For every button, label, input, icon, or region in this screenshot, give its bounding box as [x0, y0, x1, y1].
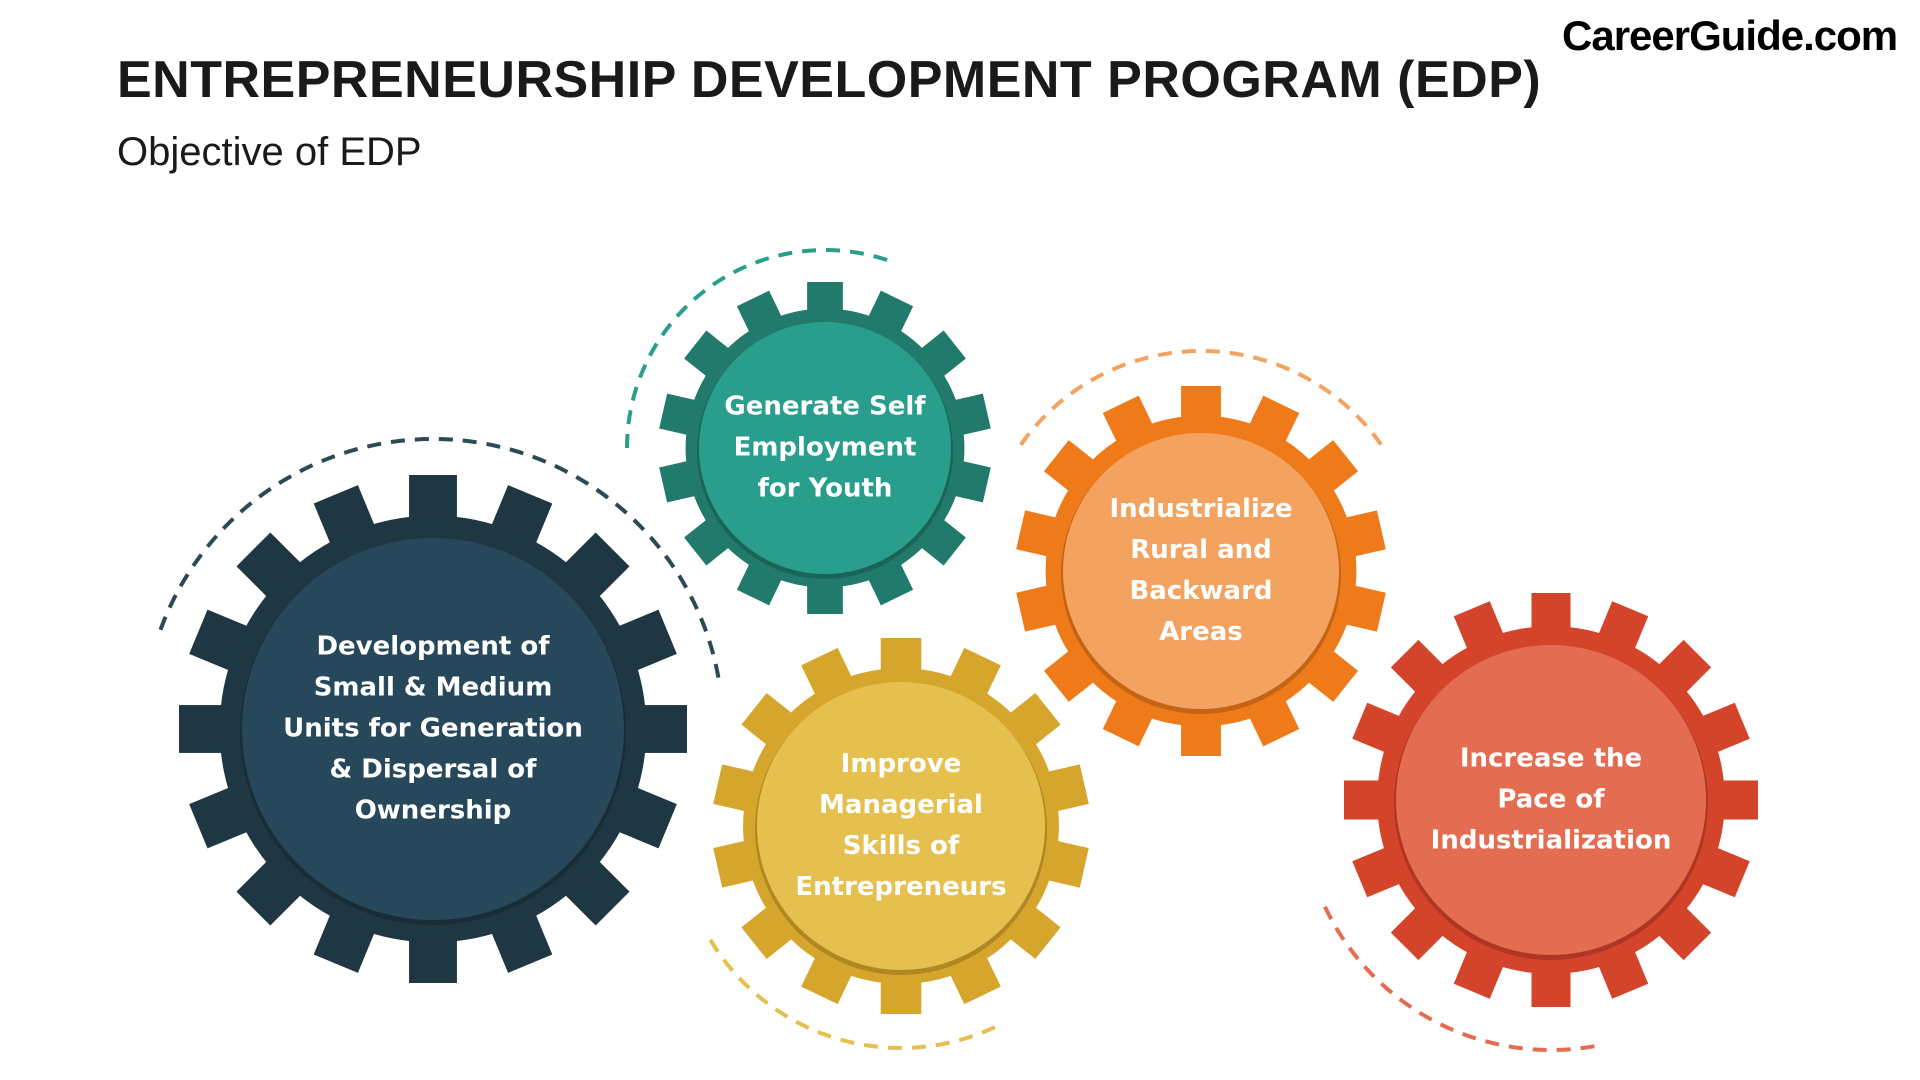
gear-inner-circle: [757, 682, 1045, 970]
gear-managerial-skills: [707, 638, 1089, 1050]
gear-industrialize-rural: [1016, 349, 1386, 756]
gear-label-line: Pace of: [1497, 784, 1605, 815]
gear-development: [158, 437, 721, 983]
gear-label-line: Skills of: [842, 831, 960, 861]
gear-label-line: Generate Self: [724, 391, 926, 422]
gear-inner-circle: [699, 322, 951, 574]
gear-label-line: Development of: [316, 631, 550, 662]
gear-label-line: Industrialization: [1430, 825, 1672, 856]
gear-label-line: & Dispersal of: [329, 754, 537, 785]
gear-label-line: Backward: [1129, 576, 1273, 606]
dashed-arc: [625, 248, 894, 449]
gear-label-line: Small & Medium: [313, 672, 553, 703]
gear-inner-circle: [1396, 645, 1706, 955]
gear-inner-circle: [1063, 433, 1339, 709]
gear-tooth: [1344, 780, 1388, 820]
gear-label-line: Managerial: [819, 790, 983, 820]
page-title: ENTREPRENEURSHIP DEVELOPMENT PROGRAM (ED…: [117, 51, 1542, 109]
gear-label-line: Rural and: [1130, 535, 1272, 565]
gear-inner-circle: [242, 538, 624, 920]
careerguide-logo: CareerGuide.com: [1562, 12, 1898, 59]
gear-tooth: [1714, 780, 1758, 820]
gear-pace-industrialization: [1322, 593, 1758, 1052]
gear-label-line: Units for Generation: [283, 713, 583, 744]
gear-label-line: Improve: [840, 749, 962, 779]
gear-tooth: [636, 705, 687, 753]
page-subtitle: Objective of EDP: [117, 130, 422, 174]
gear-label-line: Industrialize: [1109, 494, 1293, 524]
gear-label-line: for Youth: [757, 473, 893, 504]
gear-self-employment: [625, 248, 991, 614]
gear-label-line: Increase the: [1459, 743, 1643, 774]
gear-label-line: Employment: [733, 432, 917, 463]
gear-label-line: Ownership: [354, 795, 512, 826]
gear-label-line: Entrepreneurs: [795, 872, 1007, 902]
gear-label-line: Areas: [1159, 617, 1243, 647]
gear-tooth: [179, 705, 230, 753]
